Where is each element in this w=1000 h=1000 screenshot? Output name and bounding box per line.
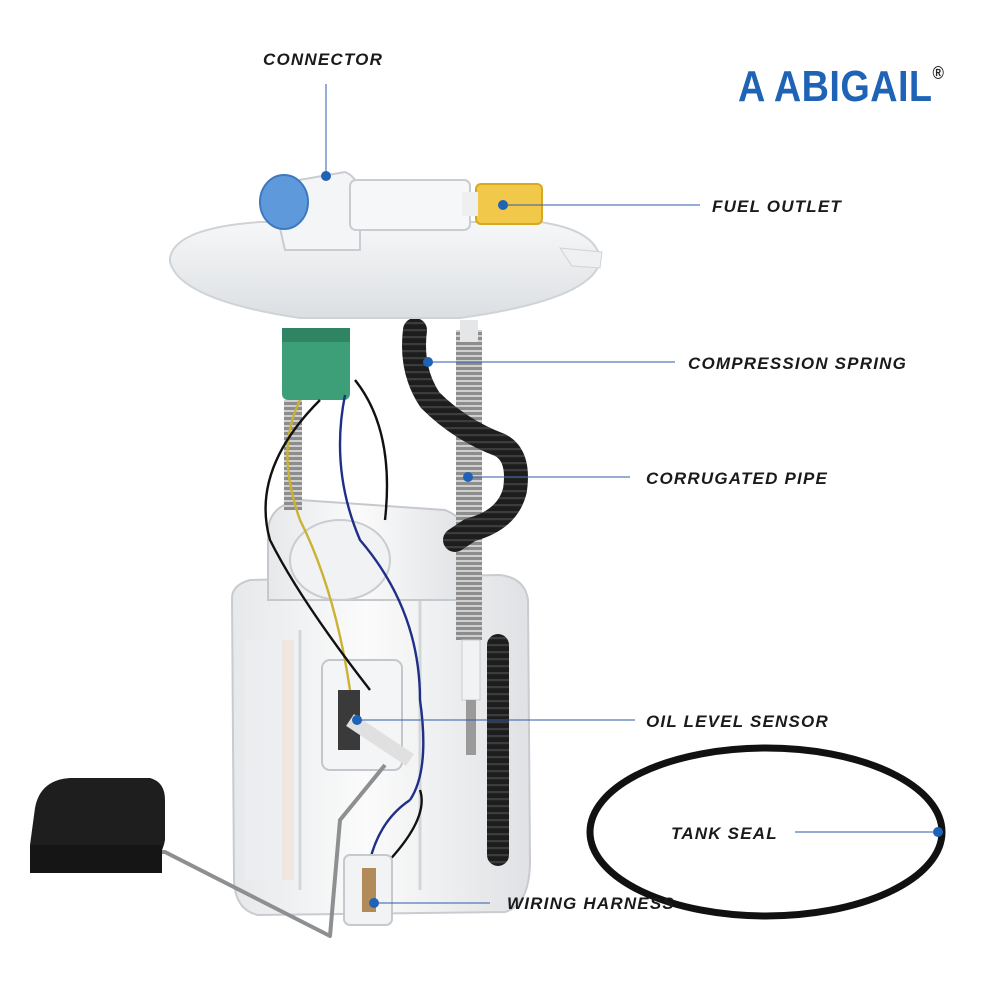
label-connector: CONNECTOR: [263, 50, 384, 69]
label-wiring-harness: WIRING HARNESS: [507, 894, 675, 913]
compression-spring-rod: [456, 320, 482, 755]
label-tank-seal: TANK SEAL: [671, 824, 778, 843]
pump-top-module: [267, 498, 471, 601]
label-oil-level-sensor: OIL LEVEL SENSOR: [646, 712, 829, 731]
tank-seal-dot: [933, 827, 943, 837]
fuel-outlet-nozzle: [475, 183, 543, 225]
wiring-harness-dot: [369, 898, 379, 908]
brand-name: A ABIGAIL: [738, 62, 933, 111]
sensor-housing: [321, 659, 414, 771]
brand-logo: A ABIGAIL®: [738, 62, 944, 112]
fuel-outlet-dot: [498, 200, 508, 210]
blue-connector-cap: [259, 174, 309, 230]
left-spring: [284, 400, 302, 510]
tank-flange: [169, 221, 603, 319]
corrugated-pipe-dot: [463, 472, 473, 482]
connector-body: [259, 170, 471, 251]
label-fuel-outlet: FUEL OUTLET: [712, 197, 842, 216]
label-corrugated-pipe: CORRUGATED PIPE: [646, 469, 829, 488]
connector-dot: [321, 171, 331, 181]
corrugated-pipe: [402, 318, 528, 552]
label-compression-spring: COMPRESSION SPRING: [688, 354, 908, 373]
registered-mark: ®: [932, 63, 945, 84]
leader-dots: [321, 171, 943, 908]
compression-spring-dot: [423, 357, 433, 367]
leader-lines: [325, 84, 938, 904]
green-motor-cap: [282, 328, 350, 400]
oil-level-sensor-dot: [352, 715, 362, 725]
harness-clip: [343, 854, 393, 926]
float-assembly: [30, 763, 387, 938]
